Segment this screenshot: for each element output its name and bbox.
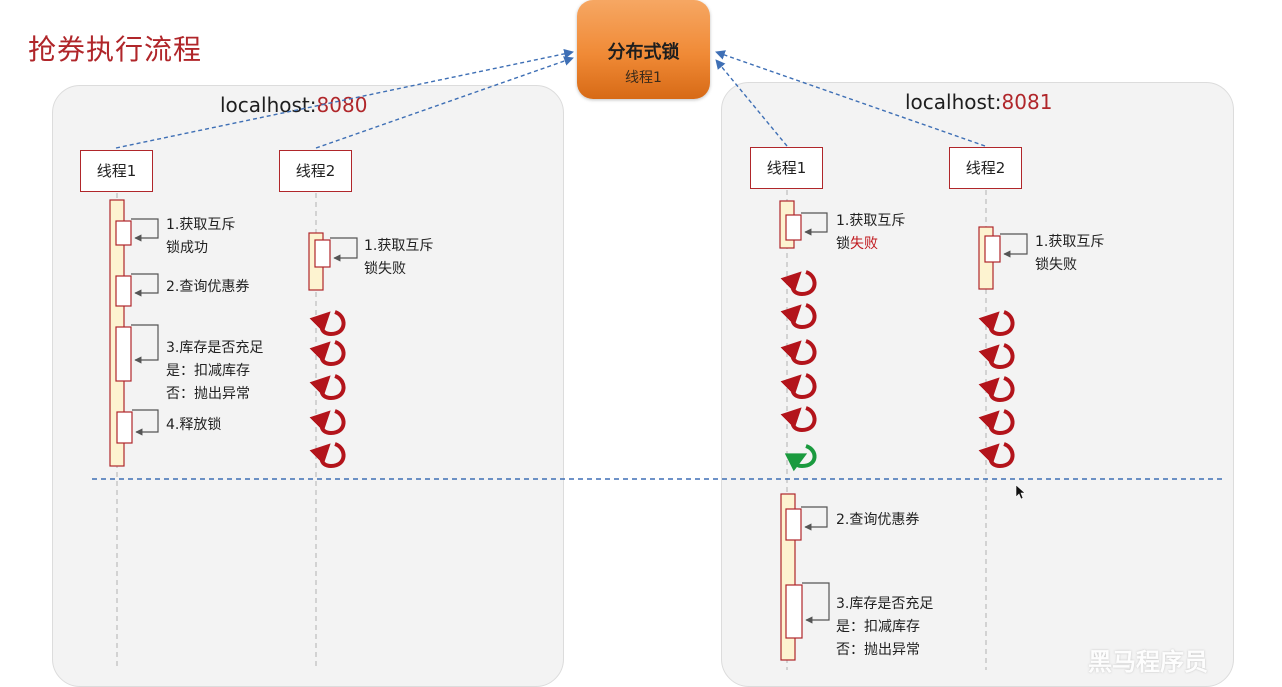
self-calls-8081-t1 — [801, 212, 830, 624]
lock-request-arrows — [115, 49, 986, 149]
activations-8080-t1 — [109, 199, 133, 467]
step-release-lock: 4.释放锁 — [166, 417, 222, 433]
retry-arrows-8081-t1 — [780, 270, 817, 433]
sequence-diagram-graphics — [92, 49, 1226, 670]
watermark: 黑马程序员 — [1088, 648, 1208, 676]
thread2-header-8080: 线程2 — [279, 150, 352, 192]
host-prefix: localhost: — [220, 93, 317, 117]
thread1-header-8081: 线程1 — [750, 147, 823, 189]
activations-8081-t1 — [779, 200, 803, 661]
step-acquire-lock-fail: 1.获取互斥 锁失败 — [1035, 234, 1105, 273]
self-calls-8080-t1 — [131, 218, 159, 436]
activations-8081-t2 — [978, 226, 1001, 290]
retry-arrows-8080-t2 — [309, 310, 346, 469]
self-call-8081-t2 — [1000, 233, 1028, 258]
success-retry-arrow-8081-t1 — [784, 444, 817, 472]
arrow-8080-t1-to-lock — [115, 49, 574, 149]
mouse-cursor-icon — [1015, 484, 1026, 500]
lock-holder: 线程1 — [625, 70, 662, 86]
arrow-8081-t2-to-lock — [715, 50, 986, 147]
step-check-stock: 3.库存是否充足 是：扣减库存 否：抛出异常 — [166, 340, 264, 402]
distributed-lock-box: 分布式锁 线程1 — [577, 0, 710, 99]
thread2-header-8081: 线程2 — [949, 147, 1022, 189]
host-prefix: localhost: — [905, 90, 1002, 114]
step-query-coupon: 2.查询优惠券 — [166, 279, 250, 295]
thread1-header-8080: 线程1 — [80, 150, 153, 192]
step-acquire-lock-fail: 1.获取互斥 锁失败 — [836, 213, 906, 252]
arrow-8081-t1-to-lock — [715, 59, 788, 147]
step-acquire-lock-fail: 1.获取互斥 锁失败 — [364, 238, 434, 277]
step-acquire-lock: 1.获取互斥 锁成功 — [166, 217, 236, 256]
activations-8080-t2 — [308, 232, 331, 291]
retry-arrows-8081-t2 — [978, 310, 1015, 469]
host-port: 8081 — [1001, 90, 1053, 114]
arrow-8080-t2-to-lock — [315, 56, 574, 149]
host-label-8081: localhost:8081 — [905, 90, 1052, 114]
lock-label: 分布式锁 — [607, 42, 680, 63]
step-check-stock: 3.库存是否充足 是：扣减库存 否：抛出异常 — [836, 596, 934, 658]
page-title: 抢券执行流程 — [28, 33, 203, 66]
self-call-8080-t2 — [330, 237, 358, 262]
step-query-coupon: 2.查询优惠券 — [836, 512, 920, 528]
